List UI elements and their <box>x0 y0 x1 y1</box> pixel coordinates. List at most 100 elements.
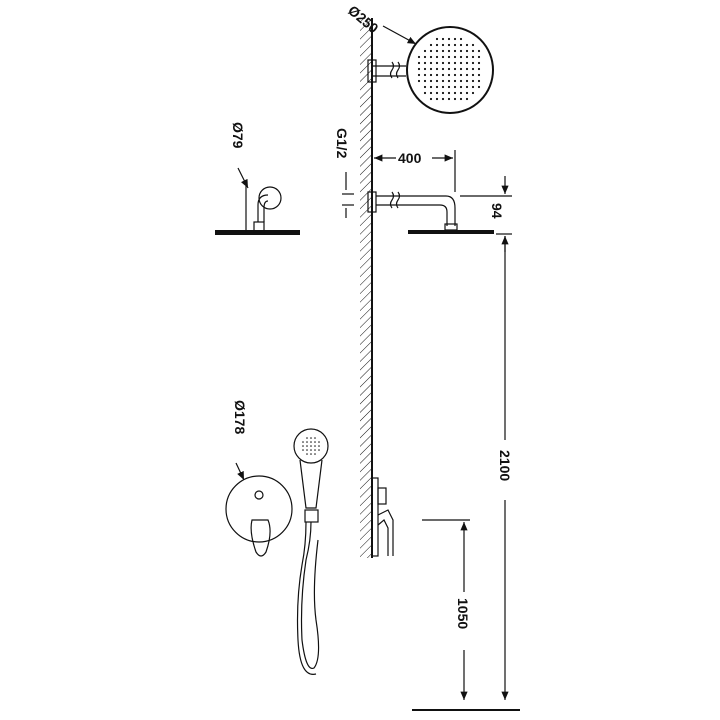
nozzle-dot <box>318 449 320 451</box>
nozzle-dot <box>318 441 320 443</box>
nozzle-dot <box>306 441 308 443</box>
nozzle-dot <box>471 73 475 77</box>
nozzle-dot <box>459 91 463 95</box>
nozzle-dot <box>447 61 451 65</box>
nozzle-dot <box>314 437 316 439</box>
nozzle-dot <box>302 449 304 451</box>
nozzle-dot <box>441 61 445 65</box>
nozzle-dot <box>465 73 469 77</box>
nozzle-dot <box>453 67 457 71</box>
nozzle-dot <box>314 441 316 443</box>
nozzle-dot <box>459 85 463 89</box>
nozzle-dot <box>453 79 457 83</box>
nozzle-dot <box>459 79 463 83</box>
nozzle-dot <box>459 97 463 101</box>
nozzle-dot <box>429 79 433 83</box>
nozzle-dot <box>453 49 457 53</box>
nozzle-dot <box>477 67 481 71</box>
nozzle-dot <box>453 43 457 47</box>
nozzle-dot <box>429 91 433 95</box>
nozzle-dot <box>417 73 421 77</box>
arm-length-label: 400 <box>398 150 422 166</box>
nozzle-dot <box>441 97 445 101</box>
nozzle-dot <box>447 91 451 95</box>
nozzle-dot <box>447 37 451 41</box>
nozzle-dot <box>459 55 463 59</box>
nozzle-dot <box>435 73 439 77</box>
mixer-height-dimension: 1050 <box>422 519 471 700</box>
nozzle-dot <box>435 55 439 59</box>
nozzle-dot <box>465 61 469 65</box>
nozzle-dot <box>465 97 469 101</box>
wall-section <box>360 18 373 558</box>
nozzle-dot <box>310 437 312 439</box>
shower-arm-side-view: G1/2 <box>334 128 494 234</box>
nozzle-dot <box>310 453 312 455</box>
nozzle-dot <box>459 67 463 71</box>
nozzle-dot <box>453 61 457 65</box>
nozzle-dot <box>435 79 439 83</box>
nozzle-dot <box>471 85 475 89</box>
nozzle-dot <box>417 79 421 83</box>
nozzle-dot <box>447 79 451 83</box>
nozzle-dot <box>453 55 457 59</box>
nozzle-dot <box>417 55 421 59</box>
nozzle-dot <box>435 85 439 89</box>
nozzle-dot <box>429 49 433 53</box>
nozzle-dot <box>441 67 445 71</box>
nozzle-dot <box>306 437 308 439</box>
drop-height-dimension: 94 <box>460 176 512 252</box>
mixer-side-view <box>371 477 394 557</box>
nozzle-dot <box>429 55 433 59</box>
nozzle-dot <box>453 85 457 89</box>
nozzle-dot <box>318 445 320 447</box>
nozzle-dot <box>306 449 308 451</box>
nozzle-dot <box>423 61 427 65</box>
nozzle-dot <box>465 91 469 95</box>
nozzle-dot <box>465 85 469 89</box>
nozzle-dot <box>306 445 308 447</box>
nozzle-dot <box>477 49 481 53</box>
nozzle-dot <box>447 49 451 53</box>
nozzle-dot <box>314 445 316 447</box>
nozzle-dot <box>441 85 445 89</box>
nozzle-dot <box>441 37 445 41</box>
nozzle-dot <box>435 37 439 41</box>
nozzle-dot <box>302 445 304 447</box>
nozzle-dot <box>447 85 451 89</box>
nozzle-dot <box>465 67 469 71</box>
nozzle-dot <box>453 73 457 77</box>
nozzle-dot <box>447 67 451 71</box>
installation-height-dimension: 2100 <box>497 236 513 700</box>
nozzle-dot <box>310 449 312 451</box>
nozzle-dot <box>423 79 427 83</box>
installation-height-label: 2100 <box>497 450 513 481</box>
nozzle-dot <box>471 67 475 71</box>
nozzle-dot <box>459 49 463 53</box>
nozzle-dot <box>477 55 481 59</box>
nozzle-dot <box>447 73 451 77</box>
nozzle-dot <box>477 73 481 77</box>
nozzle-dot <box>441 73 445 77</box>
nozzle-dot <box>459 37 463 41</box>
nozzle-dot <box>417 67 421 71</box>
nozzle-dot <box>429 97 433 101</box>
nozzle-dot <box>471 49 475 53</box>
nozzle-dot <box>306 453 308 455</box>
mixer-plate-diameter-label: Ø178 <box>232 400 248 434</box>
drop-height-label: 94 <box>489 203 505 219</box>
nozzle-dot <box>423 73 427 77</box>
nozzle-dot <box>435 43 439 47</box>
arm-length-dimension: 400 <box>371 150 456 192</box>
nozzle-dot <box>477 79 481 83</box>
nozzle-dot <box>435 49 439 53</box>
nozzle-dot <box>459 73 463 77</box>
thread-size-label: G1/2 <box>334 128 350 159</box>
nozzle-dot <box>417 61 421 65</box>
ceiling-arm-head-view: Ø79 <box>215 122 300 235</box>
hand-shower <box>293 428 329 675</box>
nozzle-dot <box>447 97 451 101</box>
nozzle-dot <box>429 67 433 71</box>
nozzle-dot <box>465 49 469 53</box>
